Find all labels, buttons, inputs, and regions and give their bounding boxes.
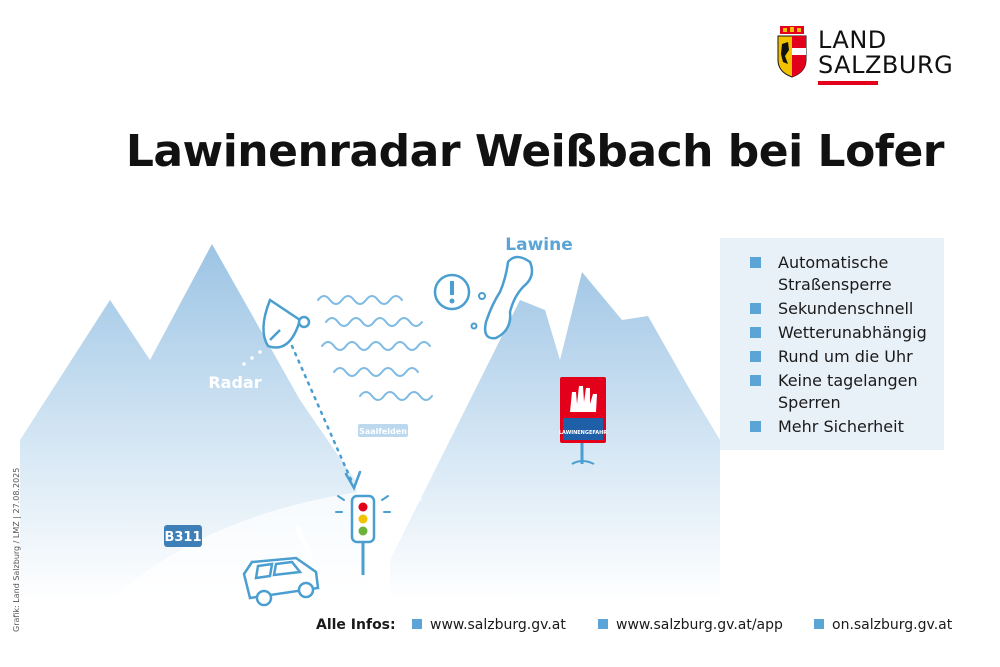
right-mountain [390, 272, 720, 600]
logo-text-salzburg: SALZBURG [818, 51, 954, 79]
avalanche-warning-sign [560, 377, 606, 465]
page-title: Lawinenradar Weißbach bei Lofer [125, 126, 945, 177]
benefit-item: Sekundenschnell [750, 298, 944, 320]
road-sign-b311 [164, 525, 202, 547]
footer-link[interactable]: on.salzburg.gv.at [814, 617, 952, 633]
square-bullet-icon [750, 421, 761, 432]
saalfelden-sign-text: Saalfelden [359, 427, 407, 436]
square-bullet-icon [412, 619, 422, 629]
salzburg-crest-icon [777, 26, 807, 78]
square-bullet-icon [750, 327, 761, 338]
benefit-item: Rund um die Uhr [750, 346, 944, 368]
radar-label: Radar [208, 373, 261, 392]
benefit-item: Automatische Straßensperre [750, 252, 944, 296]
footer-info: Alle Infos: www.salzburg.gv.at www.salzb… [316, 617, 956, 637]
radar-dish-icon [262, 298, 311, 349]
square-bullet-icon [750, 375, 761, 386]
square-bullet-icon [598, 619, 608, 629]
logo-red-bar [818, 81, 878, 85]
square-bullet-icon [814, 619, 824, 629]
traffic-light-icon [335, 494, 391, 575]
footer-label: Alle Infos: [316, 617, 396, 633]
saalfelden-sign [358, 424, 408, 437]
road-line [295, 525, 319, 573]
square-bullet-icon [750, 257, 761, 268]
distant-car-icon [380, 450, 412, 476]
car-icon [242, 556, 320, 607]
footer-link[interactable]: www.salzburg.gv.at [412, 617, 566, 633]
footer-link[interactable]: www.salzburg.gv.at/app [598, 617, 783, 633]
radar-signal-dots [242, 350, 262, 366]
graphic-credit: Grafik: Land Salzburg / LMZ | 27.08.2025 [12, 467, 21, 632]
land-salzburg-logo: LAND SALZBURG [776, 26, 956, 88]
square-bullet-icon [750, 351, 761, 362]
benefit-item: Wetterunabhängig [750, 322, 944, 344]
benefits-panel: Automatische Straßensperre Sekundenschne… [720, 238, 944, 450]
benefit-item: Keine tagelangen Sperren [750, 370, 944, 414]
signal-dotted-line [290, 344, 354, 484]
warning-sign-text: LAWINENGEFAHR [559, 430, 607, 436]
logo-text-land: LAND [818, 26, 887, 54]
avalanche-icon [483, 255, 534, 340]
radar-waves [317, 295, 433, 401]
lawine-label: Lawine [505, 235, 572, 255]
benefit-item: Mehr Sicherheit [750, 416, 944, 438]
road [110, 478, 422, 620]
square-bullet-icon [750, 303, 761, 314]
road-sign-b311-text: B311 [164, 530, 201, 545]
